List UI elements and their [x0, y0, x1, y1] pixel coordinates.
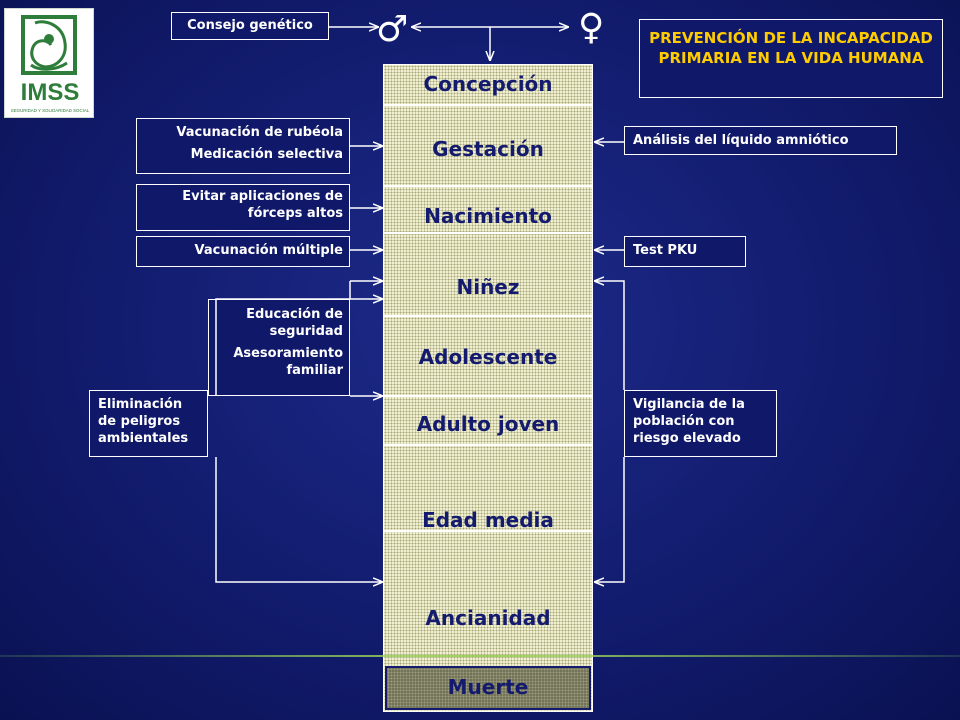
arrow-eliminacion-bottom [215, 457, 382, 582]
stage-adulto-joven: Adulto joven [416, 412, 560, 436]
male-symbol-icon: ♂ [376, 9, 409, 50]
stage-ninez: Niñez [456, 275, 520, 299]
stage-separator [384, 315, 592, 317]
arrow-eliminacion-top [215, 299, 382, 396]
arrow-vigilancia-bottom [595, 457, 625, 582]
stage-muerte: Muerte [447, 675, 529, 699]
rubeola-line: Vacunación de rubéola [176, 125, 343, 140]
educacion-line: Educación de seguridad [246, 307, 343, 339]
box-vacunacion-multiple: Vacunación múltiple [136, 236, 350, 267]
stage-concepcion: Concepción [423, 72, 553, 96]
box-test-pku: Test PKU [624, 236, 746, 267]
medicacion-line: Medicación selectiva [190, 147, 343, 162]
box-liquido-amniotico: Análisis del líquido amniótico [624, 126, 897, 155]
stage-ancianidad: Ancianidad [425, 606, 551, 630]
imss-emblem-icon: IMSS SEGURIDAD Y SOLIDARIDAD SOCIAL [11, 15, 90, 113]
logo-subtext: SEGURIDAD Y SOLIDARIDAD SOCIAL [11, 108, 90, 113]
stage-edad-media: Edad media [422, 508, 554, 532]
box-forceps: Evitar aplicaciones de fórceps altos [136, 184, 350, 231]
box-vigilancia: Vigilancia de la población con riesgo el… [624, 390, 777, 457]
arrow-vigilancia-top [595, 281, 625, 390]
stage-gestacion: Gestación [432, 137, 544, 161]
stage-separator [384, 530, 592, 532]
consejo-genetico-box: Consejo genético [171, 12, 329, 40]
stage-separator [384, 232, 592, 234]
stage-separator [384, 104, 592, 106]
stage-separator [384, 444, 592, 446]
ground-line [0, 655, 960, 657]
imss-logo: IMSS SEGURIDAD Y SOLIDARIDAD SOCIAL [4, 8, 94, 118]
asesoramiento-line: Asesoramiento familiar [233, 346, 343, 378]
stage-nacimiento: Nacimiento [424, 204, 552, 228]
stage-adolescente: Adolescente [418, 345, 558, 369]
diagram-title: PREVENCIÓN DE LA INCAPACIDAD PRIMARIA EN… [639, 19, 943, 98]
muerte-cell [385, 666, 591, 710]
box-eliminacion: Eliminación de peligros ambientales [89, 390, 208, 457]
stage-separator [384, 185, 592, 187]
female-symbol-icon: ♀ [578, 7, 605, 48]
box-rubeola: Vacunación de rubéola Medicación selecti… [136, 118, 350, 174]
life-stage-column [383, 64, 593, 712]
logo-text: IMSS [21, 79, 80, 106]
stage-separator [384, 395, 592, 397]
box-educacion: Educación de seguridad Asesoramiento fam… [208, 299, 350, 396]
